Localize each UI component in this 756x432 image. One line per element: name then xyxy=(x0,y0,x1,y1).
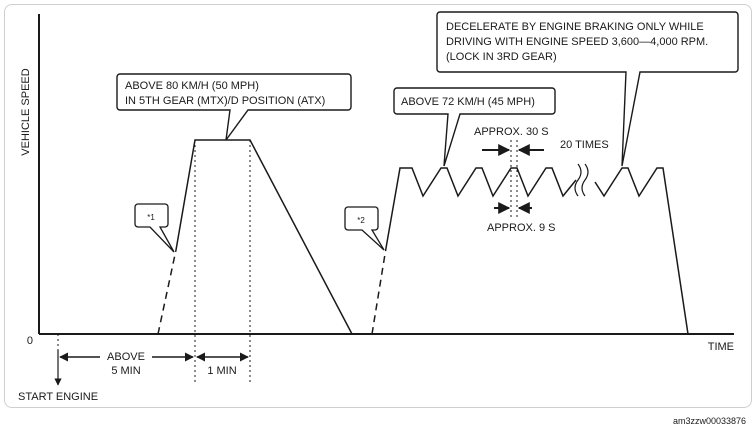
callout-above-80 xyxy=(116,73,352,141)
accel-dashed-1 xyxy=(157,249,177,335)
sawtooth-profile xyxy=(385,167,577,249)
above-5min-label: ABOVE xyxy=(107,351,145,363)
twenty-times-label: 20 TIMES xyxy=(560,139,609,151)
figure-id: am3zzw00033876 xyxy=(673,416,746,426)
figure-frame xyxy=(4,4,752,408)
callout-above-72-text: ABOVE 72 KM/H (45 MPH) xyxy=(401,96,535,108)
callout-above-80-line1: ABOVE 80 KM/H (50 MPH) xyxy=(125,80,259,92)
callout-note-1 xyxy=(134,203,175,253)
origin-label: 0 xyxy=(27,335,33,347)
callout-decelerate-line2: DRIVING WITH ENGINE SPEED 3,600—4,000 RP… xyxy=(446,36,708,48)
above-5min-label-2: 5 MIN xyxy=(111,365,140,377)
callout-decelerate xyxy=(436,11,739,167)
start-engine-label: START ENGINE xyxy=(18,391,98,403)
note-1-label: *1 xyxy=(147,213,155,222)
one-min-label: 1 MIN xyxy=(207,365,236,377)
callout-decelerate-line3: (LOCK IN 3RD GEAR) xyxy=(446,51,557,63)
approx-30s-label: APPROX. 30 S xyxy=(474,126,549,138)
x-axis-label: TIME xyxy=(708,341,734,353)
callout-above-72 xyxy=(393,87,556,167)
callout-decelerate-line1: DECELERATE BY ENGINE BRAKING ONLY WHILE xyxy=(446,21,704,33)
callout-above-80-line2: IN 5TH GEAR (MTX)/D POSITION (ATX) xyxy=(125,95,325,107)
y-axis-label: VEHICLE SPEED xyxy=(20,68,32,155)
approx-9s-label: APPROX. 9 S xyxy=(487,222,555,234)
accel-hold-decel-1 xyxy=(175,139,353,335)
break-mark xyxy=(574,163,582,197)
accel-dashed-2 xyxy=(371,247,387,335)
sawtooth-profile-end xyxy=(594,167,689,335)
note-2-label: *2 xyxy=(357,216,365,225)
callout-note-2 xyxy=(344,206,385,251)
break-mark xyxy=(581,163,589,197)
